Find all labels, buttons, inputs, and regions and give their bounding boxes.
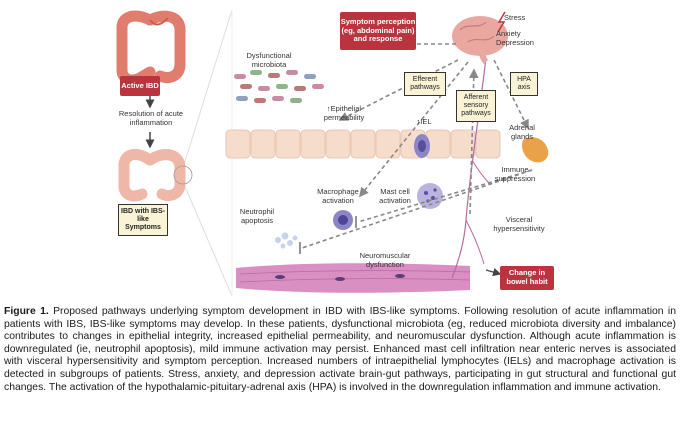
brain-icon	[452, 16, 508, 65]
colon-resolved-icon	[118, 149, 193, 202]
bowel-habit-box: Change in bowel habit	[500, 266, 554, 290]
immune-suppression-label: Immune suppression	[494, 165, 536, 183]
anxiety-depression-label: Anxiety Depression	[496, 29, 534, 47]
visceral-hypersensitivity-label: Visceral hypersensitivity	[493, 215, 545, 233]
efferent-pathways-box: Efferent pathways	[404, 72, 446, 96]
adrenal-gland-icon	[521, 137, 549, 163]
lightning-icon	[497, 11, 506, 33]
caption-text: Proposed pathways underlying symptom dev…	[4, 306, 676, 393]
mast-cell-label: Mast cell activation	[379, 187, 411, 205]
microbiota-icons	[234, 70, 324, 103]
afferent-pathways-box: Afferent sensory pathways	[456, 90, 496, 122]
iel-label: ↑IEL	[416, 117, 432, 126]
macrophage-label: Macrophage activation	[317, 187, 359, 205]
caption-label: Figure 1.	[4, 306, 49, 317]
macrophage-icon	[333, 210, 353, 230]
neutrophil-label: Neutrophil apoptosis	[239, 207, 275, 225]
microbiota-label: Dysfunctional microbiota	[246, 51, 292, 69]
muscle-band	[236, 263, 471, 293]
colon-active-icon	[116, 10, 186, 86]
epithelium-cells	[225, 129, 501, 159]
symptom-perception-box: Symptom perception (eg, abdominal pain) …	[340, 12, 416, 50]
ibd-ibs-box: IBD with IBS-like Symptoms	[118, 204, 168, 236]
neutrophil-icon	[275, 232, 298, 249]
epithelial-permeability-label: ↑Epithelial permeability	[323, 104, 365, 122]
figure-caption: Figure 1. Proposed pathways underlying s…	[4, 306, 676, 394]
neuromuscular-label: Neuromuscular dysfunction	[359, 251, 411, 269]
stress-label: Stress	[504, 13, 526, 22]
figure-panel: Active IBD Resolution of acute inflammat…	[116, 9, 554, 297]
zoom-wedge	[182, 9, 233, 297]
resolution-label: Resolution of acute inflammation	[118, 109, 184, 127]
hpa-axis-box: HPA axis	[510, 72, 538, 96]
adrenal-glands-label: Adrenal glands	[509, 123, 535, 141]
active-ibd-box: Active IBD	[120, 76, 160, 96]
